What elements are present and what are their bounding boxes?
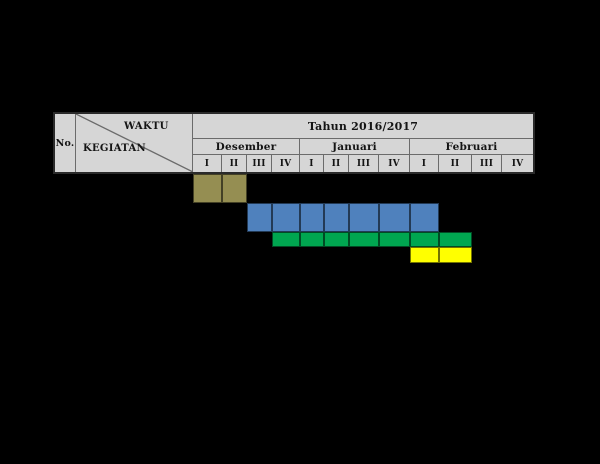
week-header-cell: III xyxy=(472,155,502,172)
bar-segment xyxy=(410,247,439,263)
week-header-cell: II xyxy=(439,155,472,172)
bar-segment xyxy=(439,232,472,247)
week-header-cell: II xyxy=(222,155,247,172)
bar-segment xyxy=(349,203,379,232)
no-header-cell: No. xyxy=(55,114,76,172)
bar-segment xyxy=(324,203,349,232)
week-header-cell: I xyxy=(410,155,439,172)
year-header-cell: Tahun 2016/2017 xyxy=(193,114,533,139)
week-header-cell: IV xyxy=(511,158,524,169)
bar-segment xyxy=(379,232,410,247)
week-header-cell: IV xyxy=(272,155,300,172)
diagonal-divider-line xyxy=(76,114,193,172)
schedule-table-header: No. WAKTU KEGIATAN Tahun 2016/2017 Desem… xyxy=(53,112,535,174)
month-header-januari: Januari xyxy=(300,139,410,155)
month-header-februari: Februari xyxy=(410,139,533,155)
bar-segment xyxy=(247,203,272,232)
bar-segment xyxy=(410,232,439,247)
bar-segment xyxy=(272,232,300,247)
week-header-cell: III xyxy=(247,155,272,172)
week-header-cell: II xyxy=(324,155,349,172)
week-header-cell: I xyxy=(193,155,222,172)
bar-segment xyxy=(410,203,439,232)
week-header-cell: I xyxy=(300,155,324,172)
bar-segment xyxy=(324,232,349,247)
bar-segment xyxy=(349,232,379,247)
bar-segment xyxy=(300,203,324,232)
week-header-cell: IV xyxy=(379,155,410,172)
bar-segment xyxy=(193,174,222,203)
kegiatan-label: KEGIATAN xyxy=(83,143,146,154)
bar-segment xyxy=(379,203,410,232)
bar-segment xyxy=(300,232,324,247)
week-header-cell: III xyxy=(349,155,379,172)
bar-segment xyxy=(222,174,247,203)
bar-segment xyxy=(272,203,300,232)
waktu-label: WAKTU xyxy=(124,121,169,132)
bar-segment xyxy=(439,247,472,263)
waktu-kegiatan-header-cell: WAKTU KEGIATAN xyxy=(76,114,193,172)
month-header-desember: Desember xyxy=(193,139,300,155)
